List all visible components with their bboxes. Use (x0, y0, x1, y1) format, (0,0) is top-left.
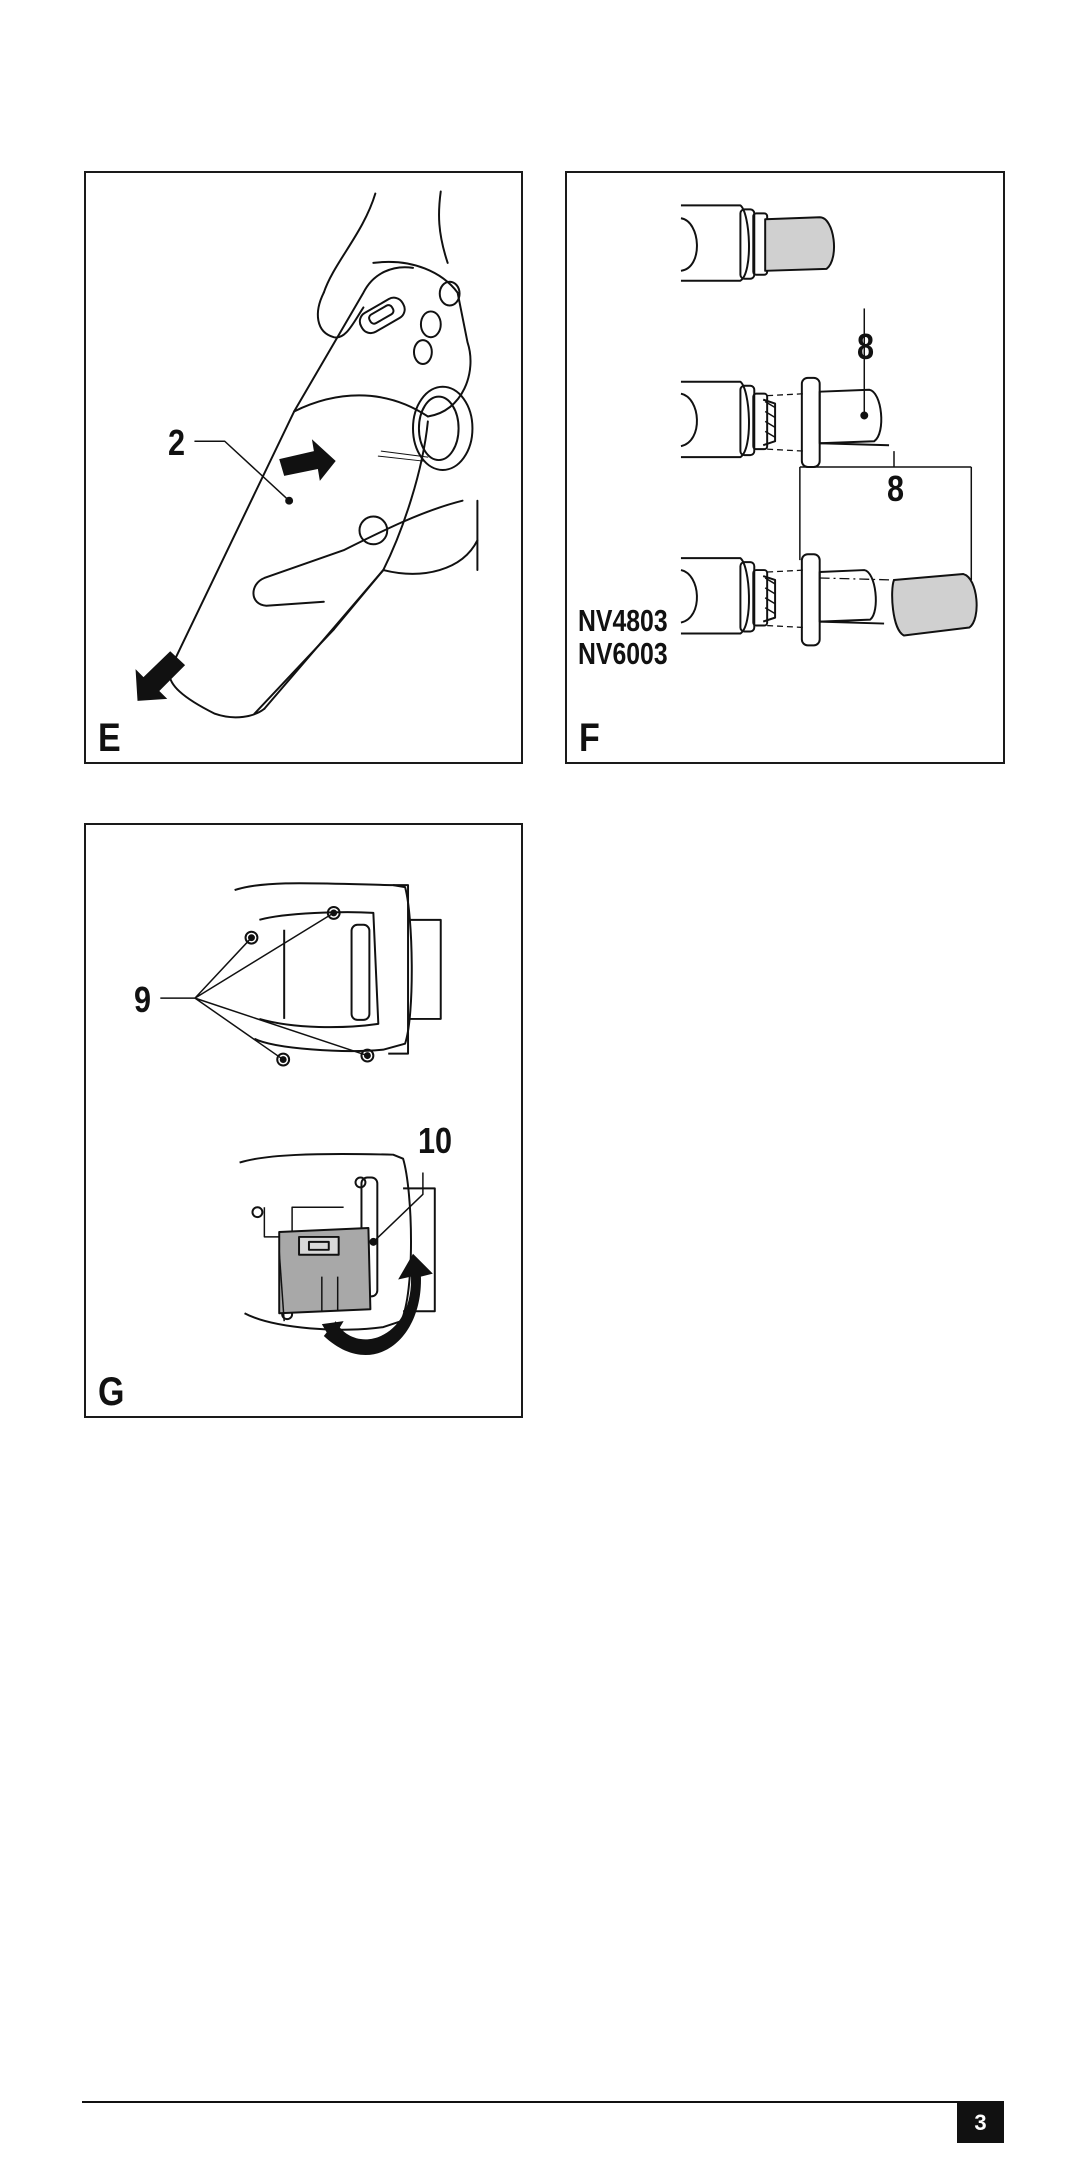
footer-rule (82, 2101, 1004, 2103)
figure-e-illustration (135, 190, 479, 719)
callout-10: 10 (418, 1120, 453, 1161)
page-number: 3 (957, 2103, 1004, 2143)
figure-g-illustration (160, 882, 442, 1356)
callout-2: 2 (168, 422, 186, 463)
figure-g: 9 10 G (84, 823, 523, 1418)
figure-f: 8 8 NV4803 NV6003 F (565, 171, 1005, 764)
callout-9: 9 (134, 979, 152, 1020)
figure-letter-f: F (579, 716, 600, 760)
figure-letter-e: E (98, 716, 121, 760)
figure-e: 2 E (84, 171, 523, 764)
figure-f-illustration (680, 204, 978, 647)
figure-letter-g: G (98, 1370, 125, 1414)
model-label-nv6003: NV6003 (578, 636, 668, 671)
callout-8-upper: 8 (857, 326, 875, 367)
model-label-nv4803: NV4803 (578, 603, 668, 638)
callout-8-lower: 8 (887, 468, 905, 509)
